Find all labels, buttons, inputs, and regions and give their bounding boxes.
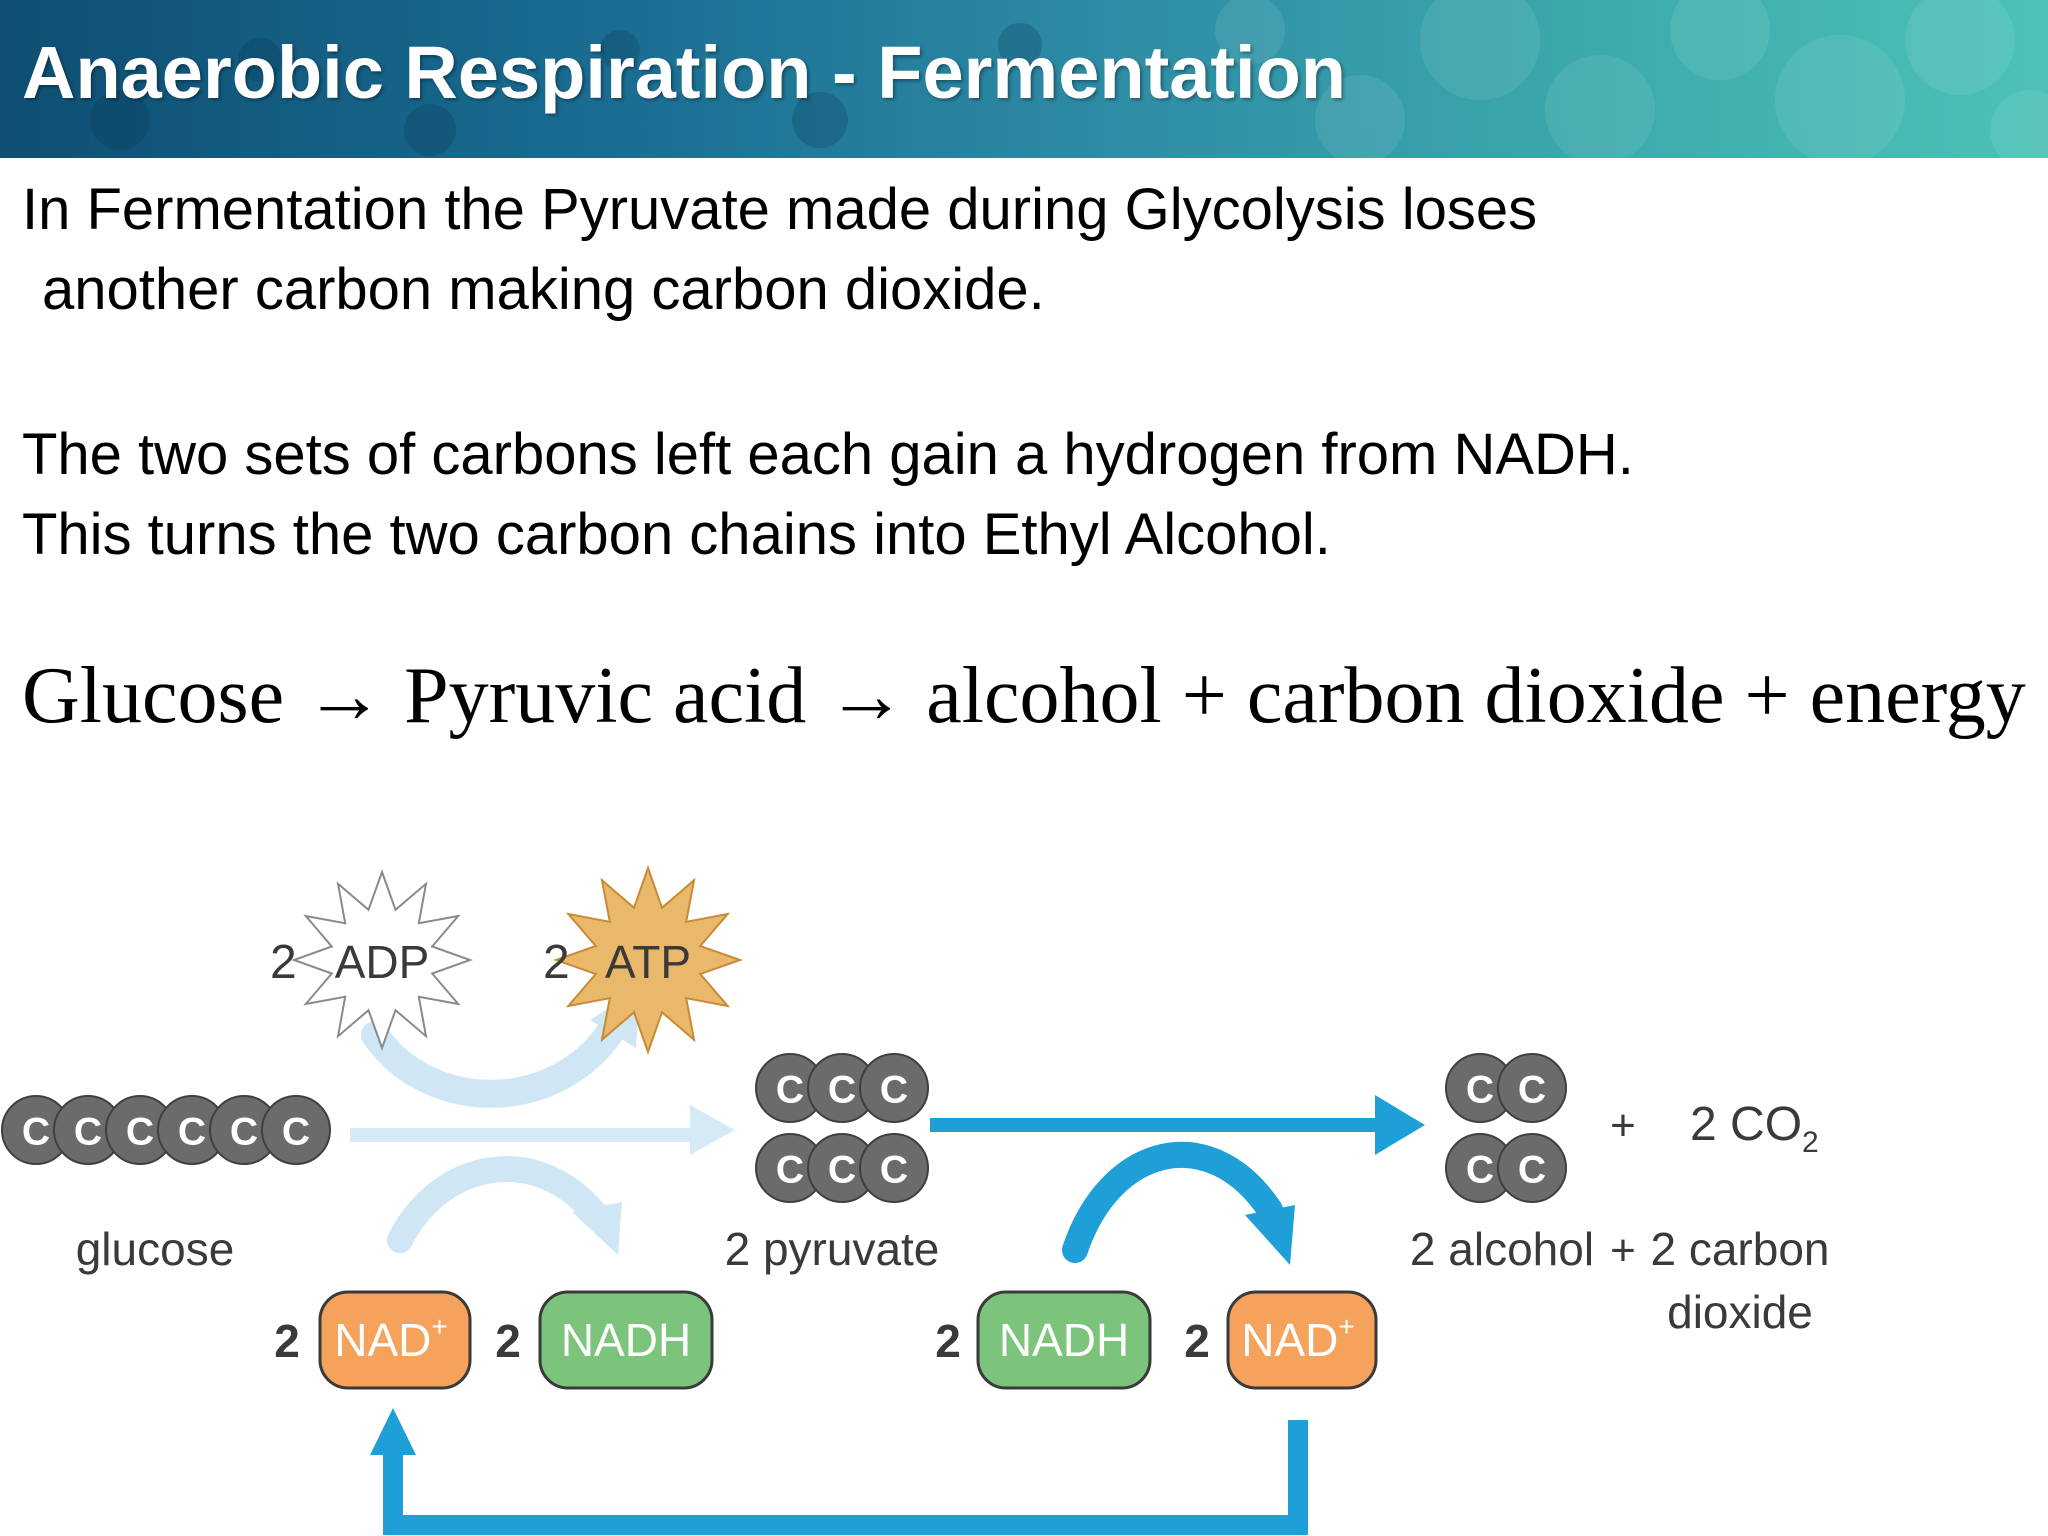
pyruvate-carbon-3-letter: C (880, 1068, 908, 1111)
paragraph-nadh-line-1: The two sets of carbons left each gain a… (22, 422, 1634, 487)
co2-prefix: 2 CO (1690, 1098, 1802, 1151)
glucose-carbon-1-letter: C (22, 1110, 50, 1153)
nad-plus-right-count: 2 (1184, 1315, 1210, 1367)
paragraph-pyruvate-line-2: another carbon making carbon dioxide. (42, 257, 1045, 322)
nadh-right-count: 2 (935, 1315, 961, 1367)
pyruvate-carbon-6: C (859, 1133, 929, 1203)
adp-label: ADP (335, 936, 430, 988)
header-cell-texture (90, 0, 2048, 158)
nad-plus-right-label: NAD+ (1241, 1311, 1354, 1366)
glucose-carbon-3: C (105, 1095, 175, 1165)
pyruvate-carbon-3-circle (859, 1053, 929, 1123)
pyruvate-carbon-5-letter: C (828, 1148, 856, 1191)
nadh-left-label: NADH (561, 1314, 691, 1366)
nadh-right-pill (976, 1290, 1152, 1390)
nadh-nad-curve-arrow (1062, 1142, 1283, 1263)
pyruvate-carbon-1: C (755, 1053, 825, 1123)
glucose-carbon-6: C (261, 1095, 331, 1165)
pyruvate-carbon-5: C (807, 1133, 877, 1203)
adp-atp-curve-arrow (361, 1011, 629, 1108)
glucose-carbon-1: C (1, 1095, 71, 1165)
nad-recycle-loop-arrowhead (370, 1408, 416, 1455)
nad-plus-right-sup: + (1338, 1311, 1354, 1342)
glucose-carbon-4-letter: C (178, 1110, 206, 1153)
nadh-left-count: 2 (495, 1315, 521, 1367)
co2-plus-sign: + (1610, 1101, 1636, 1150)
nad-plus-left-label: NAD+ (334, 1311, 447, 1366)
paragraph-nadh-line-2: This turns the two carbon chains into Et… (22, 502, 1331, 567)
adp-star-icon (291, 869, 473, 1051)
nadh-right-label: NADH (999, 1314, 1129, 1366)
glucose-carbon-6-letter: C (282, 1110, 310, 1153)
glucose-carbon-6-circle (261, 1095, 331, 1165)
nad-plus-left-sup: + (431, 1311, 447, 1342)
pyruvate-carbon-4: C (755, 1133, 825, 1203)
co2-label: 2 CO2 (1690, 1098, 1819, 1159)
alcohol-carbon-2-circle (1497, 1053, 1567, 1123)
glucose-carbon-2-letter: C (74, 1110, 102, 1153)
carbon-dioxide-label-line-2: dioxide (1667, 1286, 1813, 1338)
glucose-carbon-4: C (157, 1095, 227, 1165)
pyruvate-carbon-2: C (807, 1053, 877, 1123)
pyruvate-carbon-2-letter: C (828, 1068, 856, 1111)
alcohol-carbon-4-letter: C (1518, 1148, 1546, 1191)
pyruvate-carbon-3: C (859, 1053, 929, 1123)
pyruvate-carbon-6-letter: C (880, 1148, 908, 1191)
alcohol-carbon-3-letter: C (1466, 1148, 1494, 1191)
alcohol-carbon-4: C (1497, 1133, 1567, 1203)
pyruvate-carbon-6-circle (859, 1133, 929, 1203)
nad-recycle-loop-arrow (383, 1420, 1308, 1535)
glucose-carbon-3-letter: C (126, 1110, 154, 1153)
nad-plus-left-text: NAD (334, 1314, 431, 1366)
glucose-carbon-5-letter: C (230, 1110, 258, 1153)
alcohol-carbon-1-letter: C (1466, 1068, 1494, 1111)
alcohol-carbon-4-circle (1497, 1133, 1567, 1203)
co2-subscript: 2 (1802, 1126, 1819, 1159)
pyruvate-carbon-4-letter: C (776, 1148, 804, 1191)
nad-plus-right-text: NAD (1241, 1314, 1338, 1366)
nad-nadh-curve-arrow (387, 1156, 613, 1253)
slide-title: Anaerobic Respiration - Fermentation (22, 31, 1346, 114)
alcohol-carbon-2: C (1497, 1053, 1567, 1123)
nad-nadh-curve-arrowhead (572, 1202, 622, 1255)
atp-label: ATP (605, 936, 691, 988)
slide-header: Anaerobic Respiration - Fermentation (0, 0, 2048, 158)
alcohol-carbon-2-letter: C (1518, 1068, 1546, 1111)
adp-count: 2 (270, 936, 297, 989)
glucose-carbon-2: C (53, 1095, 123, 1165)
nadh-nad-curve-arrowhead (1245, 1205, 1295, 1265)
pyruvate-carbon-1-letter: C (776, 1068, 804, 1111)
alcohol-label: 2 alcohol (1410, 1223, 1594, 1275)
alcohol-plus-sign: + (1610, 1226, 1636, 1275)
nad-plus-right-pill (1226, 1290, 1378, 1390)
nadh-left-pill (538, 1290, 714, 1390)
glycolysis-main-arrow (350, 1105, 735, 1155)
pyruvate-label: 2 pyruvate (725, 1223, 940, 1275)
nad-plus-left-pill (318, 1290, 472, 1390)
fermentation-equation: Glucose → Pyruvic acid → alcohol + carbo… (22, 652, 2026, 740)
atp-count: 2 (543, 936, 570, 989)
glucose-carbon-5: C (209, 1095, 279, 1165)
pyruvate-alcohol-arrow (930, 1095, 1425, 1155)
nad-plus-left-count: 2 (274, 1315, 300, 1367)
glucose-label: glucose (76, 1223, 235, 1275)
atp-star-icon (552, 864, 744, 1056)
paragraph-nadh: The two sets of carbons left each gain a… (22, 415, 1634, 575)
paragraph-pyruvate-line-1: In Fermentation the Pyruvate made during… (22, 177, 1538, 242)
carbon-dioxide-label-line-1: 2 carbon (1650, 1223, 1829, 1275)
alcohol-carbon-1: C (1445, 1053, 1515, 1123)
paragraph-pyruvate: In Fermentation the Pyruvate made during… (22, 170, 1537, 330)
